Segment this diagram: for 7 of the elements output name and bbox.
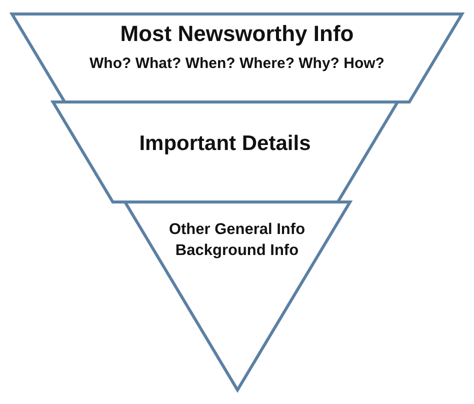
middle-band: [50, 100, 400, 204]
band-heading: Most Newsworthy Info: [120, 20, 354, 47]
band-text: Other General Info Background Info: [168, 220, 306, 261]
band-heading: Important Details: [139, 131, 311, 156]
band-subheading: Who? What? When? Where? Why? How?: [90, 54, 384, 73]
bottom-band: [122, 200, 352, 392]
top-band: [10, 12, 464, 104]
